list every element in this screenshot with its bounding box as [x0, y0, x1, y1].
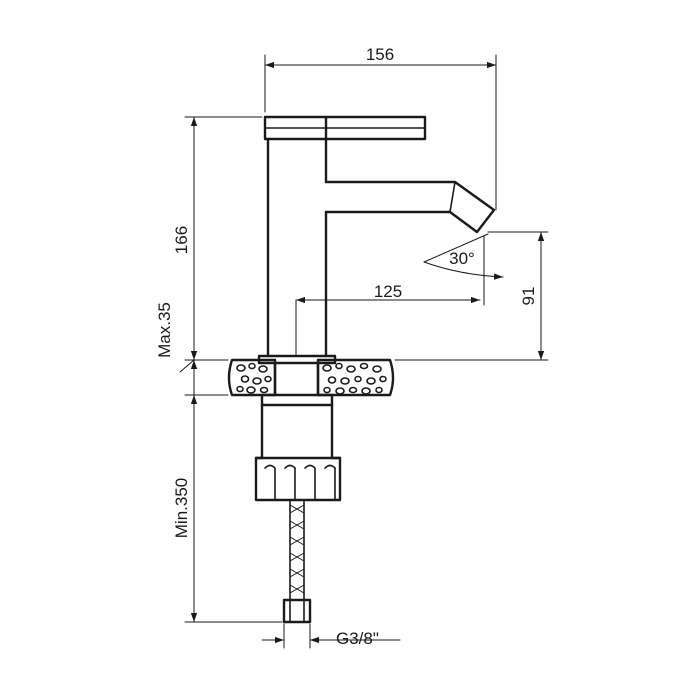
dim-max-deck-thickness: Max.35 — [155, 302, 174, 358]
mounting-assembly — [254, 393, 342, 624]
braided-hose — [289, 499, 305, 601]
faucet-body — [257, 115, 496, 365]
faucet-column — [266, 137, 328, 358]
dim-height-to-handle: 166 — [172, 226, 191, 254]
countertop-section — [227, 358, 395, 397]
dim-connection-thread: G3/8" — [336, 629, 379, 648]
dim-min-hose-length: Min.350 — [172, 478, 191, 538]
dimension-lines — [179, 54, 549, 649]
dim-spout-reach: 125 — [374, 282, 402, 301]
hose-nut — [282, 598, 312, 624]
mounting-body — [254, 403, 342, 502]
dim-overall-width: 156 — [366, 45, 394, 64]
fixing-nut — [260, 393, 334, 407]
dim-spout-angle: 30° — [449, 249, 475, 268]
spout — [324, 180, 496, 234]
dim-spout-height: 91 — [519, 287, 538, 306]
